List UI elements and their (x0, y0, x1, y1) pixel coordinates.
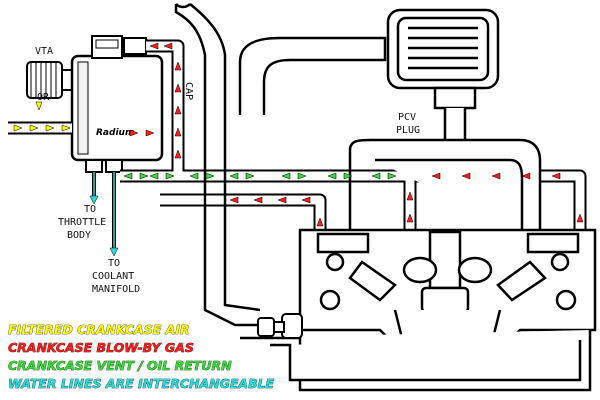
or-label: OR (37, 92, 50, 103)
svg-text:TO: TO (108, 258, 120, 269)
intake-pipe (174, 3, 261, 327)
legend-blowby-gas: CRANKCASE BLOW-BY GAS (8, 340, 194, 355)
vta-label: VTA (35, 46, 53, 57)
pcv-label: PCV (398, 112, 416, 123)
svg-text:TO: TO (84, 204, 96, 215)
air-flow-arrows (13, 101, 71, 132)
intake-plenum (238, 8, 542, 235)
legend-water-lines: WATER LINES ARE INTERCHANGEABLE (8, 376, 275, 391)
oil-return-fitting (257, 313, 303, 339)
catch-can: Radium (70, 35, 164, 173)
legend: FILTERED CRANKCASE AIR CRANKCASE BLOW-BY… (8, 322, 275, 392)
coolant-manifold-label: TO COOLANT MANIFOLD (92, 258, 140, 295)
vta-filter (26, 61, 73, 99)
engine-block (240, 228, 597, 392)
vent-flow-arrows (123, 172, 397, 180)
brand-logo: Radium (96, 128, 134, 138)
water-lines (89, 172, 119, 257)
throttle-body-label: TO THROTTLE BODY (58, 204, 106, 241)
legend-filtered-air: FILTERED CRANKCASE AIR (8, 322, 190, 337)
blowby-flow-arrows (129, 42, 584, 227)
svg-text:COOLANT: COOLANT (92, 271, 134, 282)
plug-label: PLUG (396, 125, 420, 136)
cap-label: CAP (183, 82, 194, 100)
svg-text:THROTTLE: THROTTLE (58, 217, 106, 228)
svg-text:MANIFOLD: MANIFOLD (92, 284, 140, 295)
svg-text:BODY: BODY (67, 230, 91, 241)
legend-vent-oil-return: CRANKCASE VENT / OIL RETURN (8, 358, 232, 373)
